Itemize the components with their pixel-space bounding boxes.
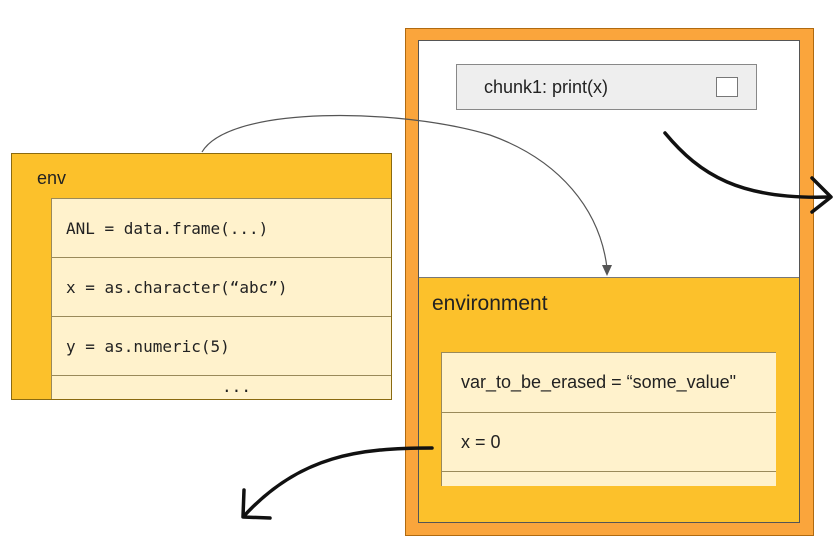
chunk-box [456, 64, 757, 110]
environment-exit-arrowhead [241, 488, 272, 520]
env-row-x: x = as.character(“abc”) [52, 258, 391, 317]
environment-label: environment [432, 292, 548, 315]
chunk-exit-arrow [663, 131, 832, 199]
env-label: env [37, 168, 67, 188]
environment-row-var-to-be-erased: var_to_be_erased = “some_value" [442, 353, 776, 413]
env-to-environment-arrow [201, 114, 608, 269]
chunk-label: chunk1: print(x) [484, 77, 609, 97]
env-variable-list: ANL = data.frame(...) x = as.character(“… [51, 198, 391, 399]
environment-row-x: x = 0 [442, 413, 776, 472]
environment-variable-list: var_to_be_erased = “some_value" x = 0 [441, 352, 776, 486]
environment-exit-arrow [242, 446, 434, 518]
env-ellipsis: ... [222, 377, 251, 396]
env-to-environment-arrowhead [602, 265, 612, 276]
env-row-anl: ANL = data.frame(...) [52, 199, 391, 258]
env-row-y: y = as.numeric(5) [52, 317, 391, 376]
chunk-checkbox[interactable] [716, 77, 738, 97]
chunk-exit-arrowhead [810, 176, 833, 214]
